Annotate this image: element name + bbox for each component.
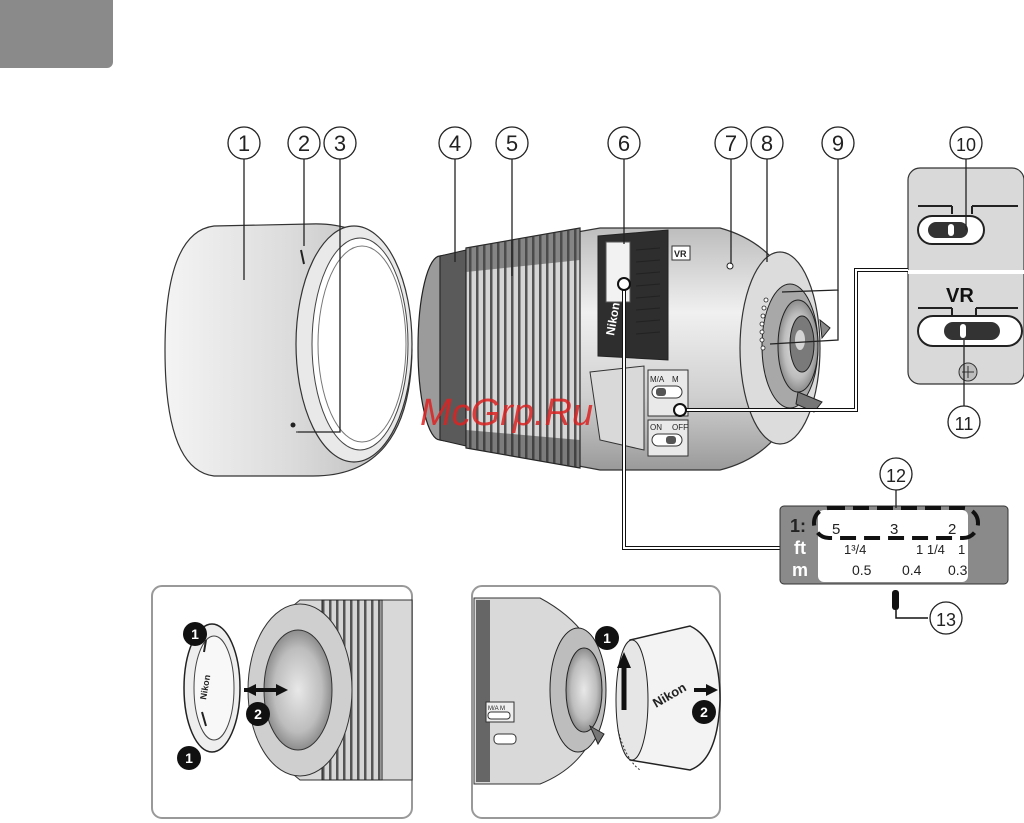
- focus-mode-label-m: M: [672, 375, 679, 384]
- watermark: McGrp.Ru: [420, 392, 593, 434]
- m-value-2: 0.4: [902, 562, 922, 578]
- callout-10: 10: [956, 135, 976, 155]
- callout-4: 4: [449, 131, 461, 156]
- lens-vr-badge: VR: [674, 249, 687, 259]
- m-label: m: [792, 560, 808, 580]
- callout-8: 8: [761, 131, 773, 156]
- callout-12: 12: [886, 466, 906, 486]
- callout-9: 9: [832, 131, 844, 156]
- rear-step-2: 2: [700, 704, 708, 720]
- ratio-label: 1:: [790, 516, 806, 536]
- rear-cap-panel: M/A M Nikon 1 2: [472, 586, 720, 818]
- callout-1: 1: [238, 131, 250, 156]
- lens-vr-off-label: OFF: [672, 423, 688, 432]
- ratio-value-5: 5: [832, 521, 840, 538]
- lens-hood: [165, 224, 412, 476]
- focus-mode-label-ma: M/A: [650, 375, 665, 384]
- callout-2: 2: [298, 131, 310, 156]
- distance-scale-inset: 1: ft m 5 3 2 1³/4 1 1/4 1 0.5 0.4 0.3: [780, 506, 1008, 584]
- ft-value-3: 1: [958, 542, 965, 557]
- lens-vr-switch-knob: [666, 436, 676, 444]
- m-value-1: 0.5: [852, 562, 872, 578]
- callout-7: 7: [725, 131, 737, 156]
- focus-mode-switch-knob: [656, 388, 666, 396]
- ft-value-1: 1³/4: [844, 542, 866, 557]
- vr-label: VR: [946, 285, 974, 307]
- ft-value-2: 1 1/4: [916, 542, 945, 557]
- front-step-2: 2: [254, 706, 262, 722]
- lens-vr-on-label: ON: [650, 423, 662, 432]
- ft-label: ft: [794, 538, 806, 558]
- rear-step-1: 1: [603, 630, 611, 646]
- ratio-value-2: 2: [948, 521, 956, 538]
- m-value-3: 0.3: [948, 562, 968, 578]
- callout-13: 13: [936, 610, 956, 630]
- ratio-value-3: 3: [890, 521, 898, 538]
- svg-text:M/A M: M/A M: [488, 706, 505, 712]
- front-cap-panel: Nikon 1 2 1: [152, 586, 412, 818]
- front-step-1-top: 1: [191, 626, 199, 642]
- callout-5: 5: [506, 131, 518, 156]
- callout-6: 6: [618, 131, 630, 156]
- front-step-1-bottom: 1: [185, 750, 193, 766]
- callout-11: 11: [955, 414, 974, 434]
- callout-3: 3: [334, 131, 346, 156]
